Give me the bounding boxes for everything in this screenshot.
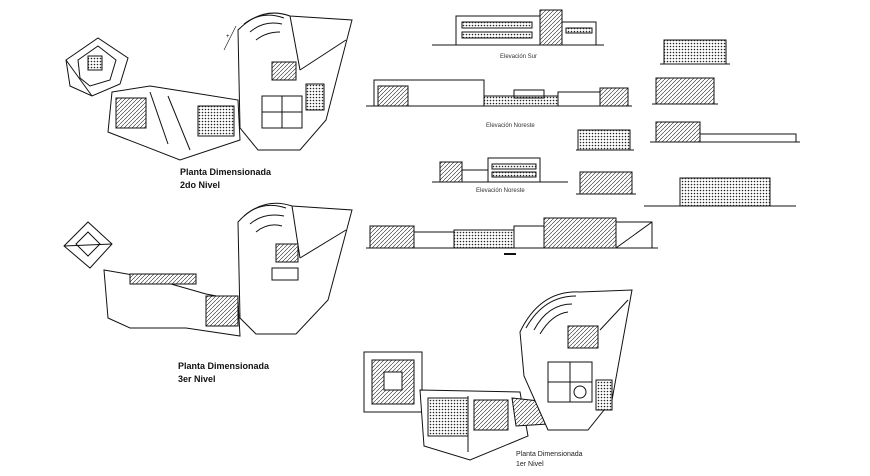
plan-title-2do-nivel-line1: Planta Dimensionada xyxy=(180,167,272,177)
elevation-noreste-long xyxy=(366,79,632,107)
plan-title-1er-nivel: Planta Dimensionada 1er Nivel xyxy=(516,450,583,470)
elevation-noreste-title-1: Elevación Noreste xyxy=(486,123,535,129)
elevation-sur-title: Elevación Sur xyxy=(500,54,538,60)
elevation-noreste-title-2: Elevación Noreste xyxy=(476,188,525,194)
plan-title-1er-nivel-line2: 1er Nivel xyxy=(516,461,544,468)
plan-title-3er-nivel: Planta Dimensionada 3er Nivel xyxy=(178,360,269,386)
elevation-long-bottom xyxy=(366,217,658,255)
floor-plan-1er-nivel xyxy=(363,289,633,461)
floor-plan-2do-nivel: + xyxy=(65,12,353,161)
floor-plan-3er-nivel xyxy=(63,202,353,337)
plan-title-1er-nivel-line1: Planta Dimensionada xyxy=(516,451,583,458)
plan-title-3er-nivel-line1: Planta Dimensionada xyxy=(178,361,270,371)
elevation-sur xyxy=(432,9,604,46)
plan-title-2do-nivel: Planta Dimensionada 2do Nivel xyxy=(180,166,271,192)
plan-title-2do-nivel-line2: 2do Nivel xyxy=(180,180,221,190)
svg-text:+: + xyxy=(226,34,230,40)
plan-title-3er-nivel-line2: 3er Nivel xyxy=(178,374,216,384)
section-drawings-right xyxy=(576,39,800,207)
elevation-noreste-short xyxy=(432,157,568,183)
